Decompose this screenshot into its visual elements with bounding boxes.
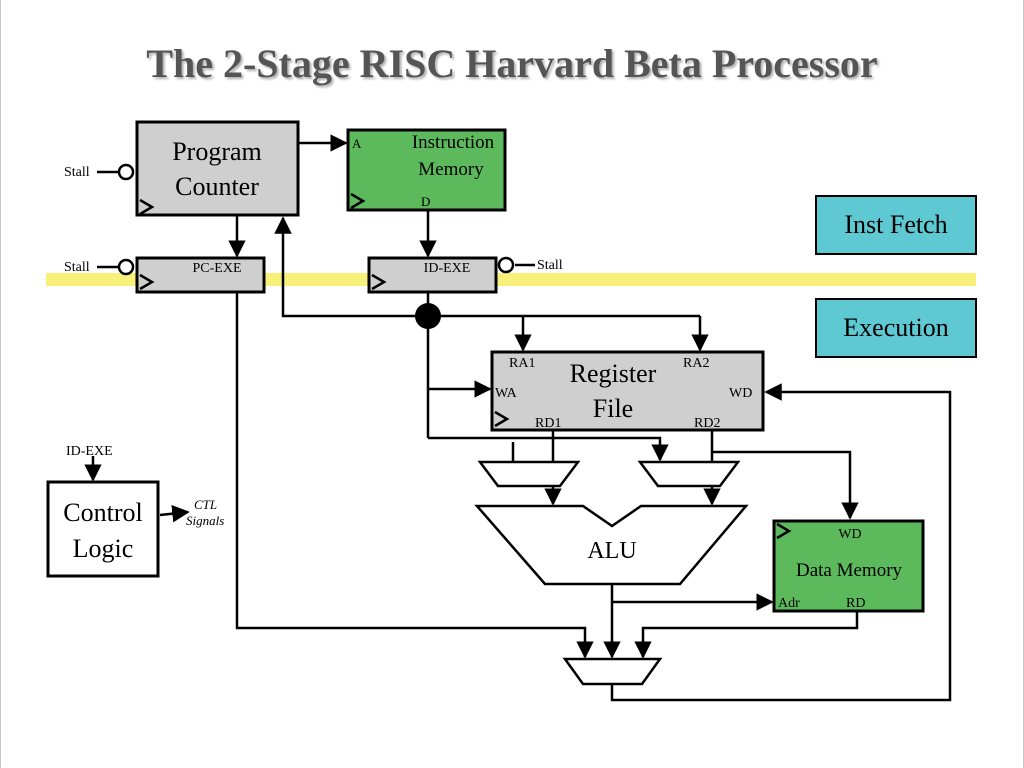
stall-label-pc: Stall xyxy=(64,165,90,180)
stall-bubble-pc xyxy=(117,163,135,181)
data-memory-label: Data Memory xyxy=(796,560,903,581)
writeback-mux xyxy=(562,657,663,686)
clock-icon xyxy=(139,198,155,216)
id-exe-label: ID-EXE xyxy=(424,261,471,276)
control-input-label: ID-EXE xyxy=(66,444,113,459)
program-counter-box xyxy=(135,120,300,217)
operand-b-mux xyxy=(637,460,741,488)
wire-wb-to-wd xyxy=(610,383,952,702)
ctl-label: CTL xyxy=(194,497,217,512)
instruction-memory-line2: Memory xyxy=(418,159,484,180)
clock-icon xyxy=(371,273,387,291)
signals-label: Signals xyxy=(186,513,224,528)
alu-block: ALU xyxy=(474,504,749,586)
instruction-memory-line1: Instruction xyxy=(412,132,495,153)
register-file-line2: File xyxy=(593,394,633,423)
pc-exe-box xyxy=(135,256,266,294)
pc-exe-register: PC-EXE Stall xyxy=(64,256,266,294)
data-memory-block: WD Data Memory Adr RD xyxy=(772,519,925,613)
pc-exe-label: PC-EXE xyxy=(193,261,242,276)
dmem-adr: Adr xyxy=(778,596,800,611)
stall-bubble-idexe xyxy=(497,256,515,274)
wire-to-right-mux xyxy=(428,436,669,462)
operand-a-mux xyxy=(477,460,581,488)
stage-fetch-box xyxy=(815,195,977,255)
stage-fetch-label: Inst Fetch xyxy=(844,210,947,239)
control-logic-box xyxy=(46,480,160,578)
rf-wa: WA xyxy=(495,386,518,401)
stall-label-pcexe: Stall xyxy=(64,260,90,275)
dmem-wd: WD xyxy=(838,527,861,542)
stall-bubble-pcexe xyxy=(117,258,135,276)
wire-pcexe-to-wbmux xyxy=(235,292,594,659)
alu-shape xyxy=(474,504,749,586)
wires xyxy=(84,134,952,702)
register-file-line1: Register xyxy=(570,359,657,388)
rf-ra2: RA2 xyxy=(683,356,709,371)
left-edge-line xyxy=(0,0,1,768)
alu-label: ALU xyxy=(587,538,636,564)
control-logic-line1: Control xyxy=(63,498,142,527)
stage-execution-box xyxy=(815,298,977,358)
clock-icon xyxy=(776,522,792,540)
rf-rd2: RD2 xyxy=(694,416,720,431)
program-counter-line1: Program xyxy=(172,137,262,166)
data-memory-box xyxy=(772,519,925,613)
rf-rd1: RD1 xyxy=(535,416,561,431)
rf-wd: WD xyxy=(729,386,752,401)
stall-label-idexe: Stall xyxy=(537,258,563,273)
junction-dot xyxy=(415,303,441,329)
stage-fetch: Inst Fetch xyxy=(815,195,977,255)
wire-rd-to-wbmux xyxy=(634,611,859,659)
instruction-memory-box xyxy=(346,128,507,212)
program-counter-block: Program Counter Stall xyxy=(64,120,300,217)
stage-execution: Execution xyxy=(815,298,977,358)
control-logic-line2: Logic xyxy=(73,534,134,563)
dmem-rd: RD xyxy=(846,596,865,611)
wire-control-out xyxy=(159,504,190,523)
clock-icon xyxy=(494,410,510,428)
wire-rd2-to-dmem xyxy=(712,450,859,520)
clock-icon xyxy=(350,192,366,210)
pipeline-bar xyxy=(46,273,976,286)
id-exe-register: ID-EXE Stall xyxy=(367,256,563,294)
id-exe-box xyxy=(367,256,498,294)
instruction-memory-block: Instruction Memory A D xyxy=(346,128,507,212)
stage-execution-label: Execution xyxy=(843,313,948,342)
imem-port-d: D xyxy=(421,194,430,209)
control-logic-block: Control Logic ID-EXE CTL Signals xyxy=(46,444,224,578)
clock-icon xyxy=(139,273,155,291)
imem-port-a: A xyxy=(352,136,362,151)
register-file-block: Register File RA1 RA2 WA WD RD1 RD2 xyxy=(490,350,765,432)
rf-ra1: RA1 xyxy=(509,356,535,371)
register-file-box xyxy=(490,350,765,432)
page-title: The 2-Stage RISC Harvard Beta Processor xyxy=(146,41,878,86)
wire-junction-to-pc xyxy=(274,216,428,318)
program-counter-line2: Counter xyxy=(175,172,259,201)
